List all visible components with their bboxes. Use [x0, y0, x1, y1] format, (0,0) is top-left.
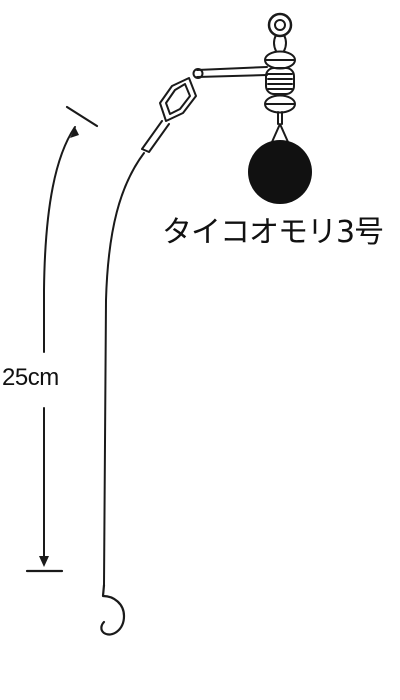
dimension-top-tick	[65, 105, 99, 128]
crimp-sleeve	[141, 120, 170, 153]
sinker-bail	[271, 123, 289, 143]
top-ring-icon	[267, 12, 293, 38]
leader-line	[103, 152, 145, 586]
dimension-arrow-up-icon	[70, 127, 79, 138]
middle-swivel-coil-icon	[265, 67, 295, 95]
lower-swivel-barrel-icon	[264, 94, 296, 114]
hook-icon	[100, 583, 126, 636]
wire-arm	[196, 66, 268, 78]
sinker-ball-icon	[248, 140, 312, 204]
arm-joint	[192, 68, 204, 79]
dimension-arrow-down-icon	[39, 556, 49, 567]
dimension-indicator	[25, 105, 99, 573]
sinker-link	[277, 111, 283, 125]
length-label: 25cm	[2, 364, 59, 391]
dimension-curve-upper	[43, 126, 76, 353]
upper-swivel-barrel-icon	[264, 50, 296, 70]
sinker-label: タイコオモリ3号	[162, 215, 384, 250]
ring-link	[273, 34, 287, 52]
snap-clip-icon	[159, 77, 197, 122]
